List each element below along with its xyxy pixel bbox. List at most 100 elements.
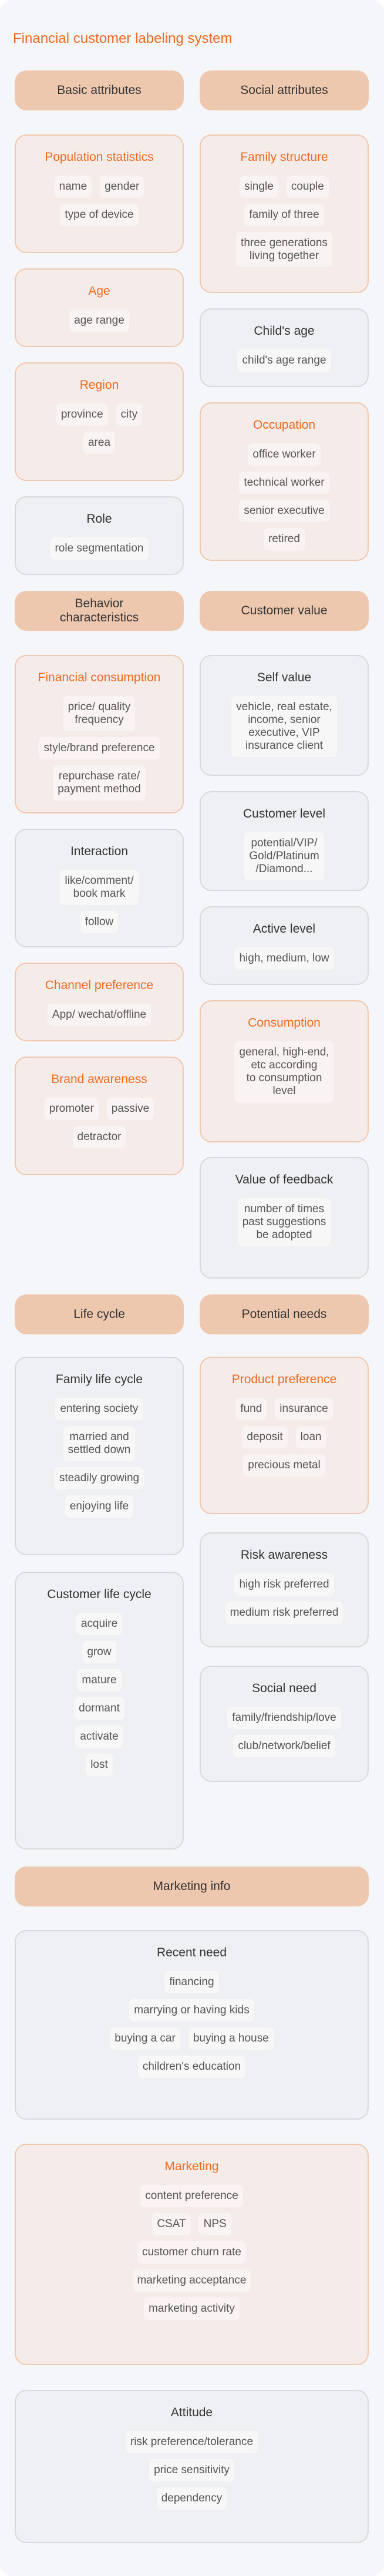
tag-dependency[interactable]: dependency <box>156 2487 227 2510</box>
tag-buying-a-car[interactable]: buying a car <box>110 2027 180 2050</box>
tag-repurchase-rate-payment-method[interactable]: repurchase rate/ payment method <box>53 765 146 801</box>
tag-city[interactable]: city <box>116 403 143 426</box>
card-title: Social need <box>252 1682 316 1695</box>
tag-name[interactable]: name <box>54 176 92 198</box>
tag-technical-worker[interactable]: technical worker <box>239 472 329 494</box>
tag-area[interactable]: area <box>83 432 116 454</box>
tag-high-risk-preferred[interactable]: high risk preferred <box>234 1573 334 1596</box>
tag-list: name gender type of device <box>22 176 177 226</box>
tag-activate[interactable]: activate <box>75 1726 123 1748</box>
tag-row: App/ wechat/offline <box>47 1004 151 1026</box>
section-header-behavior-characteristics[interactable]: Behavior characteristics <box>15 591 184 631</box>
tag-passive[interactable]: passive <box>106 1098 154 1120</box>
tag-club-network-belief[interactable]: club/network/belief <box>233 1735 335 1757</box>
card-title: Channel preference <box>45 978 154 992</box>
tag-lost[interactable]: lost <box>86 1754 113 1776</box>
tag-single[interactable]: single <box>240 176 278 198</box>
tag-loan[interactable]: loan <box>295 1426 326 1448</box>
category-card-active-level: Active level high, medium, low <box>200 906 369 985</box>
section-header-life-cycle[interactable]: Life cycle <box>15 1294 184 1334</box>
tag-retired[interactable]: retired <box>264 528 305 550</box>
tag-row: name gender <box>54 176 144 198</box>
tag-grow[interactable]: grow <box>82 1641 116 1663</box>
tag-row: mature <box>77 1669 122 1691</box>
tag-senior-executive[interactable]: senior executive <box>239 500 329 522</box>
tag-nps[interactable]: NPS <box>198 2213 231 2235</box>
tag-number-of-times-past-suggestions-be-adopted[interactable]: number of times past suggestions be adop… <box>237 1198 331 1246</box>
tag-acquire[interactable]: acquire <box>76 1613 123 1635</box>
tag-risk-preference-tolerance[interactable]: risk preference/tolerance <box>125 2431 258 2453</box>
tag-province[interactable]: province <box>56 403 108 426</box>
tag-gender[interactable]: gender <box>100 176 144 198</box>
tag-age-range[interactable]: age range <box>69 310 129 332</box>
section-header-basic-attributes[interactable]: Basic attributes <box>15 70 184 110</box>
tag-follow[interactable]: follow <box>80 911 119 933</box>
tag-entering-society[interactable]: entering society <box>55 1398 143 1420</box>
tag-buying-a-house[interactable]: buying a house <box>188 2027 274 2050</box>
tag-couple[interactable]: couple <box>286 176 329 198</box>
category-card-brand-awareness: Brand awareness promoter passive detractor <box>15 1057 184 1175</box>
tag-enjoying-life[interactable]: enjoying life <box>65 1495 134 1518</box>
tag-dormant[interactable]: dormant <box>74 1697 124 1720</box>
tag-three-generations-living-together[interactable]: three generations living together <box>236 232 332 267</box>
tag-marketing-acceptance[interactable]: marketing acceptance <box>132 2269 251 2292</box>
tag-insurance[interactable]: insurance <box>275 1398 333 1420</box>
tag-list: promoter passive detractor <box>22 1098 177 1148</box>
tag-vehicle-real-estate-income-senior-executive-vip-insurance-client[interactable]: vehicle, real estate, income, senior exe… <box>231 696 337 757</box>
card-title: Age <box>88 284 110 298</box>
card-title: Active level <box>252 922 316 936</box>
tag-detractor[interactable]: detractor <box>72 1126 126 1148</box>
tag-general-high-end-etc-according-to-consumption-level[interactable]: general, high-end, etc according to cons… <box>234 1041 334 1102</box>
card-title: Brand awareness <box>51 1072 147 1086</box>
section-header-marketing-info[interactable]: Marketing info <box>15 1867 369 1906</box>
tag-marrying-or-having-kids[interactable]: marrying or having kids <box>129 1999 254 2022</box>
tag-family-friendship-love[interactable]: family/friendship/love <box>227 1707 341 1729</box>
tag-list: age range <box>22 310 177 332</box>
tag-row: role segmentation <box>50 537 149 560</box>
tag-price-sensitivity[interactable]: price sensitivity <box>149 2459 234 2481</box>
tag-marketing-activity[interactable]: marketing activity <box>144 2298 240 2320</box>
tag-children-s-education[interactable]: children's education <box>137 2056 246 2078</box>
tag-mature[interactable]: mature <box>77 1669 122 1691</box>
tag-family-of-three[interactable]: family of three <box>244 204 324 226</box>
tag-row: repurchase rate/ payment method <box>53 765 146 801</box>
tag-fund[interactable]: fund <box>235 1398 267 1420</box>
tag-list: single couple family of three three generat… <box>207 176 362 267</box>
tag-medium-risk-preferred[interactable]: medium risk preferred <box>225 1602 343 1624</box>
tag-app-wechat-offline[interactable]: App/ wechat/offline <box>47 1004 151 1026</box>
tag-office-worker[interactable]: office worker <box>248 443 321 466</box>
tag-content-preference[interactable]: content preference <box>140 2185 243 2207</box>
tag-customer-churn-rate[interactable]: customer churn rate <box>137 2241 246 2264</box>
tag-csat[interactable]: CSAT <box>152 2213 191 2235</box>
tag-price-quality-frequency[interactable]: price/ quality frequency <box>63 696 136 731</box>
tag-style-brand-preference[interactable]: style/brand preference <box>39 737 160 759</box>
section-header-potential-needs[interactable]: Potential needs <box>200 1294 369 1334</box>
tag-list: child's age range <box>207 349 362 372</box>
tag-type-of-device[interactable]: type of device <box>60 204 139 226</box>
tag-high-medium-low[interactable]: high, medium, low <box>234 947 334 970</box>
tag-married-and-settled-down[interactable]: married and settled down <box>63 1426 136 1461</box>
tag-row: single couple <box>240 176 329 198</box>
tag-financing[interactable]: financing <box>164 1971 219 1993</box>
tag-like-comment-book-mark[interactable]: like/comment/ book mark <box>60 870 139 905</box>
tag-potential-vip-gold-platinum-diamond[interactable]: potential/VIP/ Gold/Platinum /Diamond... <box>244 832 324 880</box>
tag-role-segmentation[interactable]: role segmentation <box>50 537 149 560</box>
tag-child-s-age-range[interactable]: child's age range <box>237 349 331 372</box>
section-header-customer-value[interactable]: Customer value <box>200 591 369 631</box>
tag-row: follow <box>80 911 119 933</box>
tag-precious-metal[interactable]: precious metal <box>243 1454 325 1477</box>
tag-row: price sensitivity <box>149 2459 234 2481</box>
tag-steadily-growing[interactable]: steadily growing <box>54 1467 144 1489</box>
card-title: Interaction <box>70 845 129 858</box>
tag-deposit[interactable]: deposit <box>242 1426 288 1448</box>
section-header-social-attributes[interactable]: Social attributes <box>200 70 369 110</box>
tag-list: App/ wechat/offline <box>22 1004 177 1026</box>
tag-promoter[interactable]: promoter <box>44 1098 99 1120</box>
tag-row: retired <box>264 528 305 550</box>
tag-row: office worker <box>248 443 321 466</box>
